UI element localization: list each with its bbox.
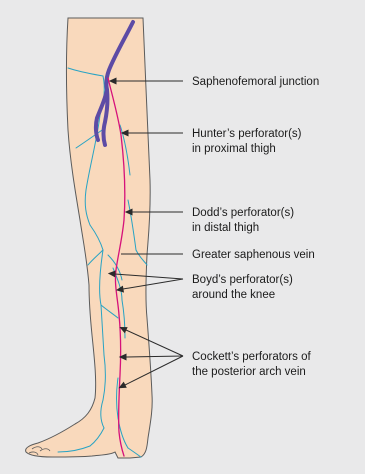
label-cocketts-location: the posterior arch vein	[192, 366, 306, 378]
label-hunters-location: in proximal thigh	[192, 143, 276, 155]
label-dodds-location: in distal thigh	[192, 222, 259, 234]
label-saphenofemoral-junction: Saphenofemoral junction	[192, 76, 319, 88]
label-boyds-perforator: Boyd’s perforator(s)	[192, 274, 293, 286]
label-greater-saphenous-vein: Greater saphenous vein	[192, 249, 315, 261]
label-dodds-perforator: Dodd’s perforator(s)	[192, 207, 294, 219]
label-boyds-location: around the knee	[192, 289, 275, 301]
label-cocketts-perforators: Cockett’s perforators of	[192, 351, 311, 363]
label-hunters-perforator: Hunter’s perforator(s)	[192, 128, 302, 140]
leg-silhouette	[26, 18, 153, 458]
